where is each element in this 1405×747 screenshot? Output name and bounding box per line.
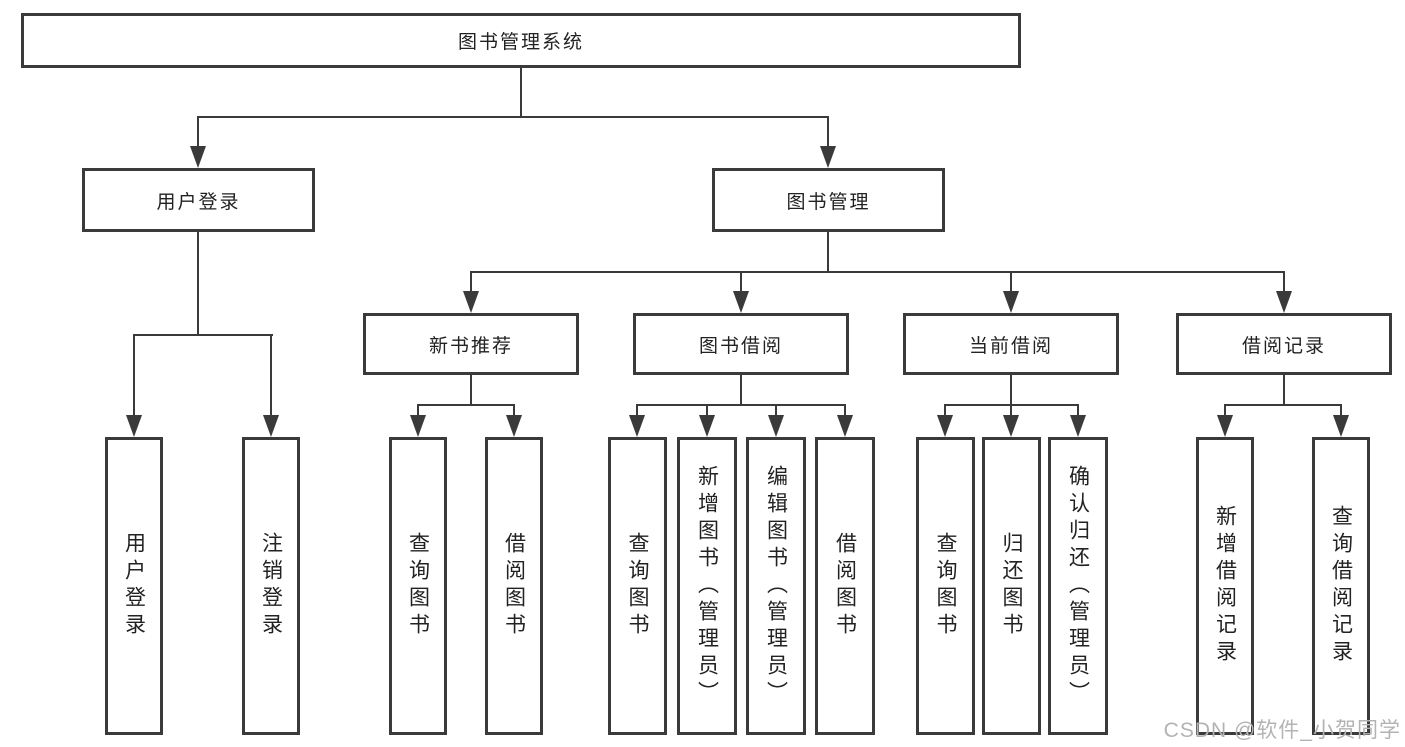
node-current-borrowing-label: 当前借阅: [968, 335, 1053, 357]
arrowhead-borrow-books-icon: [837, 415, 853, 437]
connector-drop-query-books-borrowing: [636, 404, 638, 417]
leaf-confirm-return-admin-label: 确认归还（管理员）: [1066, 464, 1090, 708]
arrowhead-add-books-admin-icon: [699, 415, 715, 437]
arrowhead-confirm-return-admin-icon: [1070, 415, 1086, 437]
node-book-borrowing-label: 图书借阅: [698, 335, 783, 357]
node-current-borrowing: 当前借阅: [903, 313, 1119, 375]
leaf-query-books-recommend-label: 查询图书: [406, 532, 430, 640]
arrowhead-query-books-current-icon: [937, 415, 953, 437]
leaf-return-books-label: 归还图书: [1000, 532, 1023, 640]
leaf-query-borrow-record-label: 查询借阅记录: [1329, 505, 1353, 667]
connector-drop-book-borrowing: [740, 271, 742, 293]
connector-drop-leaf-logout: [270, 334, 272, 417]
connector-user-login-trunk: [197, 232, 199, 336]
leaf-add-books-admin: 新增图书（管理员）: [677, 437, 737, 735]
connector-borrowing-records-trunk: [1283, 375, 1285, 406]
connector-book-borrowing-splitter: [636, 404, 846, 406]
connector-book-management-trunk: [827, 232, 829, 273]
leaf-borrow-books-label: 借阅图书: [833, 532, 857, 640]
leaf-borrow-books-recommend-label: 借阅图书: [502, 532, 526, 640]
connector-user-login-splitter: [133, 334, 273, 336]
connector-drop-query-borrow-record: [1340, 404, 1342, 417]
leaf-confirm-return-admin: 确认归还（管理员）: [1048, 437, 1108, 735]
connector-current-borrowing-trunk: [1010, 375, 1012, 406]
leaf-query-books-current-label: 查询图书: [934, 532, 957, 640]
arrowhead-borrow-books-recommend-icon: [506, 415, 522, 437]
arrowhead-book-borrowing-icon: [733, 291, 749, 313]
arrowhead-new-book-recommendation-icon: [463, 291, 479, 313]
connector-new-book-splitter: [417, 404, 515, 406]
leaf-query-books-recommend: 查询图书: [389, 437, 447, 735]
arrowhead-query-borrow-record-icon: [1333, 415, 1349, 437]
connector-drop-borrow-books: [844, 404, 846, 417]
connector-drop-leaf-user-login: [133, 334, 135, 417]
connector-drop-book-management: [827, 116, 829, 148]
node-borrowing-records: 借阅记录: [1176, 313, 1392, 375]
leaf-query-books-borrowing-label: 查询图书: [626, 532, 649, 640]
node-new-book-recommendation-label: 新书推荐: [428, 335, 513, 357]
connector-book-borrowing-trunk: [740, 375, 742, 406]
node-borrowing-records-label: 借阅记录: [1241, 335, 1326, 357]
arrowhead-return-books-icon: [1003, 415, 1019, 437]
connector-root-splitter: [197, 116, 829, 118]
arrowhead-user-login-icon: [190, 146, 206, 168]
node-user-login: 用户登录: [82, 168, 315, 232]
leaf-add-borrow-record-label: 新增借阅记录: [1213, 505, 1237, 667]
arrowhead-edit-books-admin-icon: [768, 415, 784, 437]
leaf-borrow-books-recommend: 借阅图书: [485, 437, 543, 735]
arrowhead-add-borrow-record-icon: [1217, 415, 1233, 437]
leaf-return-books: 归还图书: [982, 437, 1041, 735]
connector-book-management-splitter: [470, 271, 1285, 273]
node-library-management-system-label: 图书管理系统: [457, 32, 584, 53]
connector-drop-borrow-books-recommend: [513, 404, 515, 417]
arrowhead-current-borrowing-icon: [1003, 291, 1019, 313]
node-book-borrowing: 图书借阅: [633, 313, 849, 375]
connector-drop-borrowing-records: [1283, 271, 1285, 293]
node-new-book-recommendation: 新书推荐: [363, 313, 579, 375]
connector-drop-edit-books-admin: [775, 404, 777, 417]
node-user-login-label: 用户登录: [156, 191, 241, 213]
node-book-management: 图书管理: [712, 168, 945, 232]
connector-drop-add-books-admin: [706, 404, 708, 417]
connector-drop-add-borrow-record: [1224, 404, 1226, 417]
connector-drop-confirm-return-admin: [1077, 404, 1079, 417]
node-book-management-label: 图书管理: [786, 191, 871, 213]
arrowhead-leaf-logout-icon: [263, 415, 279, 437]
node-library-management-system: 图书管理系统: [21, 13, 1021, 68]
leaf-query-books-borrowing: 查询图书: [608, 437, 667, 735]
leaf-logout-label: 注销登录: [259, 532, 283, 640]
connector-root-trunk: [520, 68, 522, 116]
arrowhead-query-books-borrowing-icon: [629, 415, 645, 437]
arrowhead-leaf-user-login-icon: [126, 415, 142, 437]
leaf-logout: 注销登录: [242, 437, 300, 735]
leaf-edit-books-admin: 编辑图书（管理员）: [746, 437, 806, 735]
leaf-borrow-books: 借阅图书: [815, 437, 875, 735]
connector-borrowing-records-splitter: [1224, 404, 1342, 406]
arrowhead-book-management-icon: [820, 146, 836, 168]
connector-drop-user-login: [197, 116, 199, 148]
csdn-watermark: CSDN @软件_小贺同学: [1163, 719, 1401, 742]
connector-drop-return-books: [1010, 404, 1012, 417]
connector-drop-new-book-recommendation: [470, 271, 472, 293]
leaf-query-borrow-record: 查询借阅记录: [1312, 437, 1370, 735]
leaf-user-login: 用户登录: [105, 437, 163, 735]
connector-drop-query-books-current: [944, 404, 946, 417]
leaf-edit-books-admin-label: 编辑图书（管理员）: [764, 464, 788, 708]
leaf-user-login-label: 用户登录: [122, 532, 146, 640]
leaf-add-borrow-record: 新增借阅记录: [1196, 437, 1254, 735]
arrowhead-query-books-recommend-icon: [410, 415, 426, 437]
connector-drop-query-books-recommend: [417, 404, 419, 417]
connector-drop-current-borrowing: [1010, 271, 1012, 293]
arrowhead-borrowing-records-icon: [1276, 291, 1292, 313]
leaf-add-books-admin-label: 新增图书（管理员）: [695, 464, 719, 708]
connector-new-book-trunk: [470, 375, 472, 406]
leaf-query-books-current: 查询图书: [916, 437, 975, 735]
